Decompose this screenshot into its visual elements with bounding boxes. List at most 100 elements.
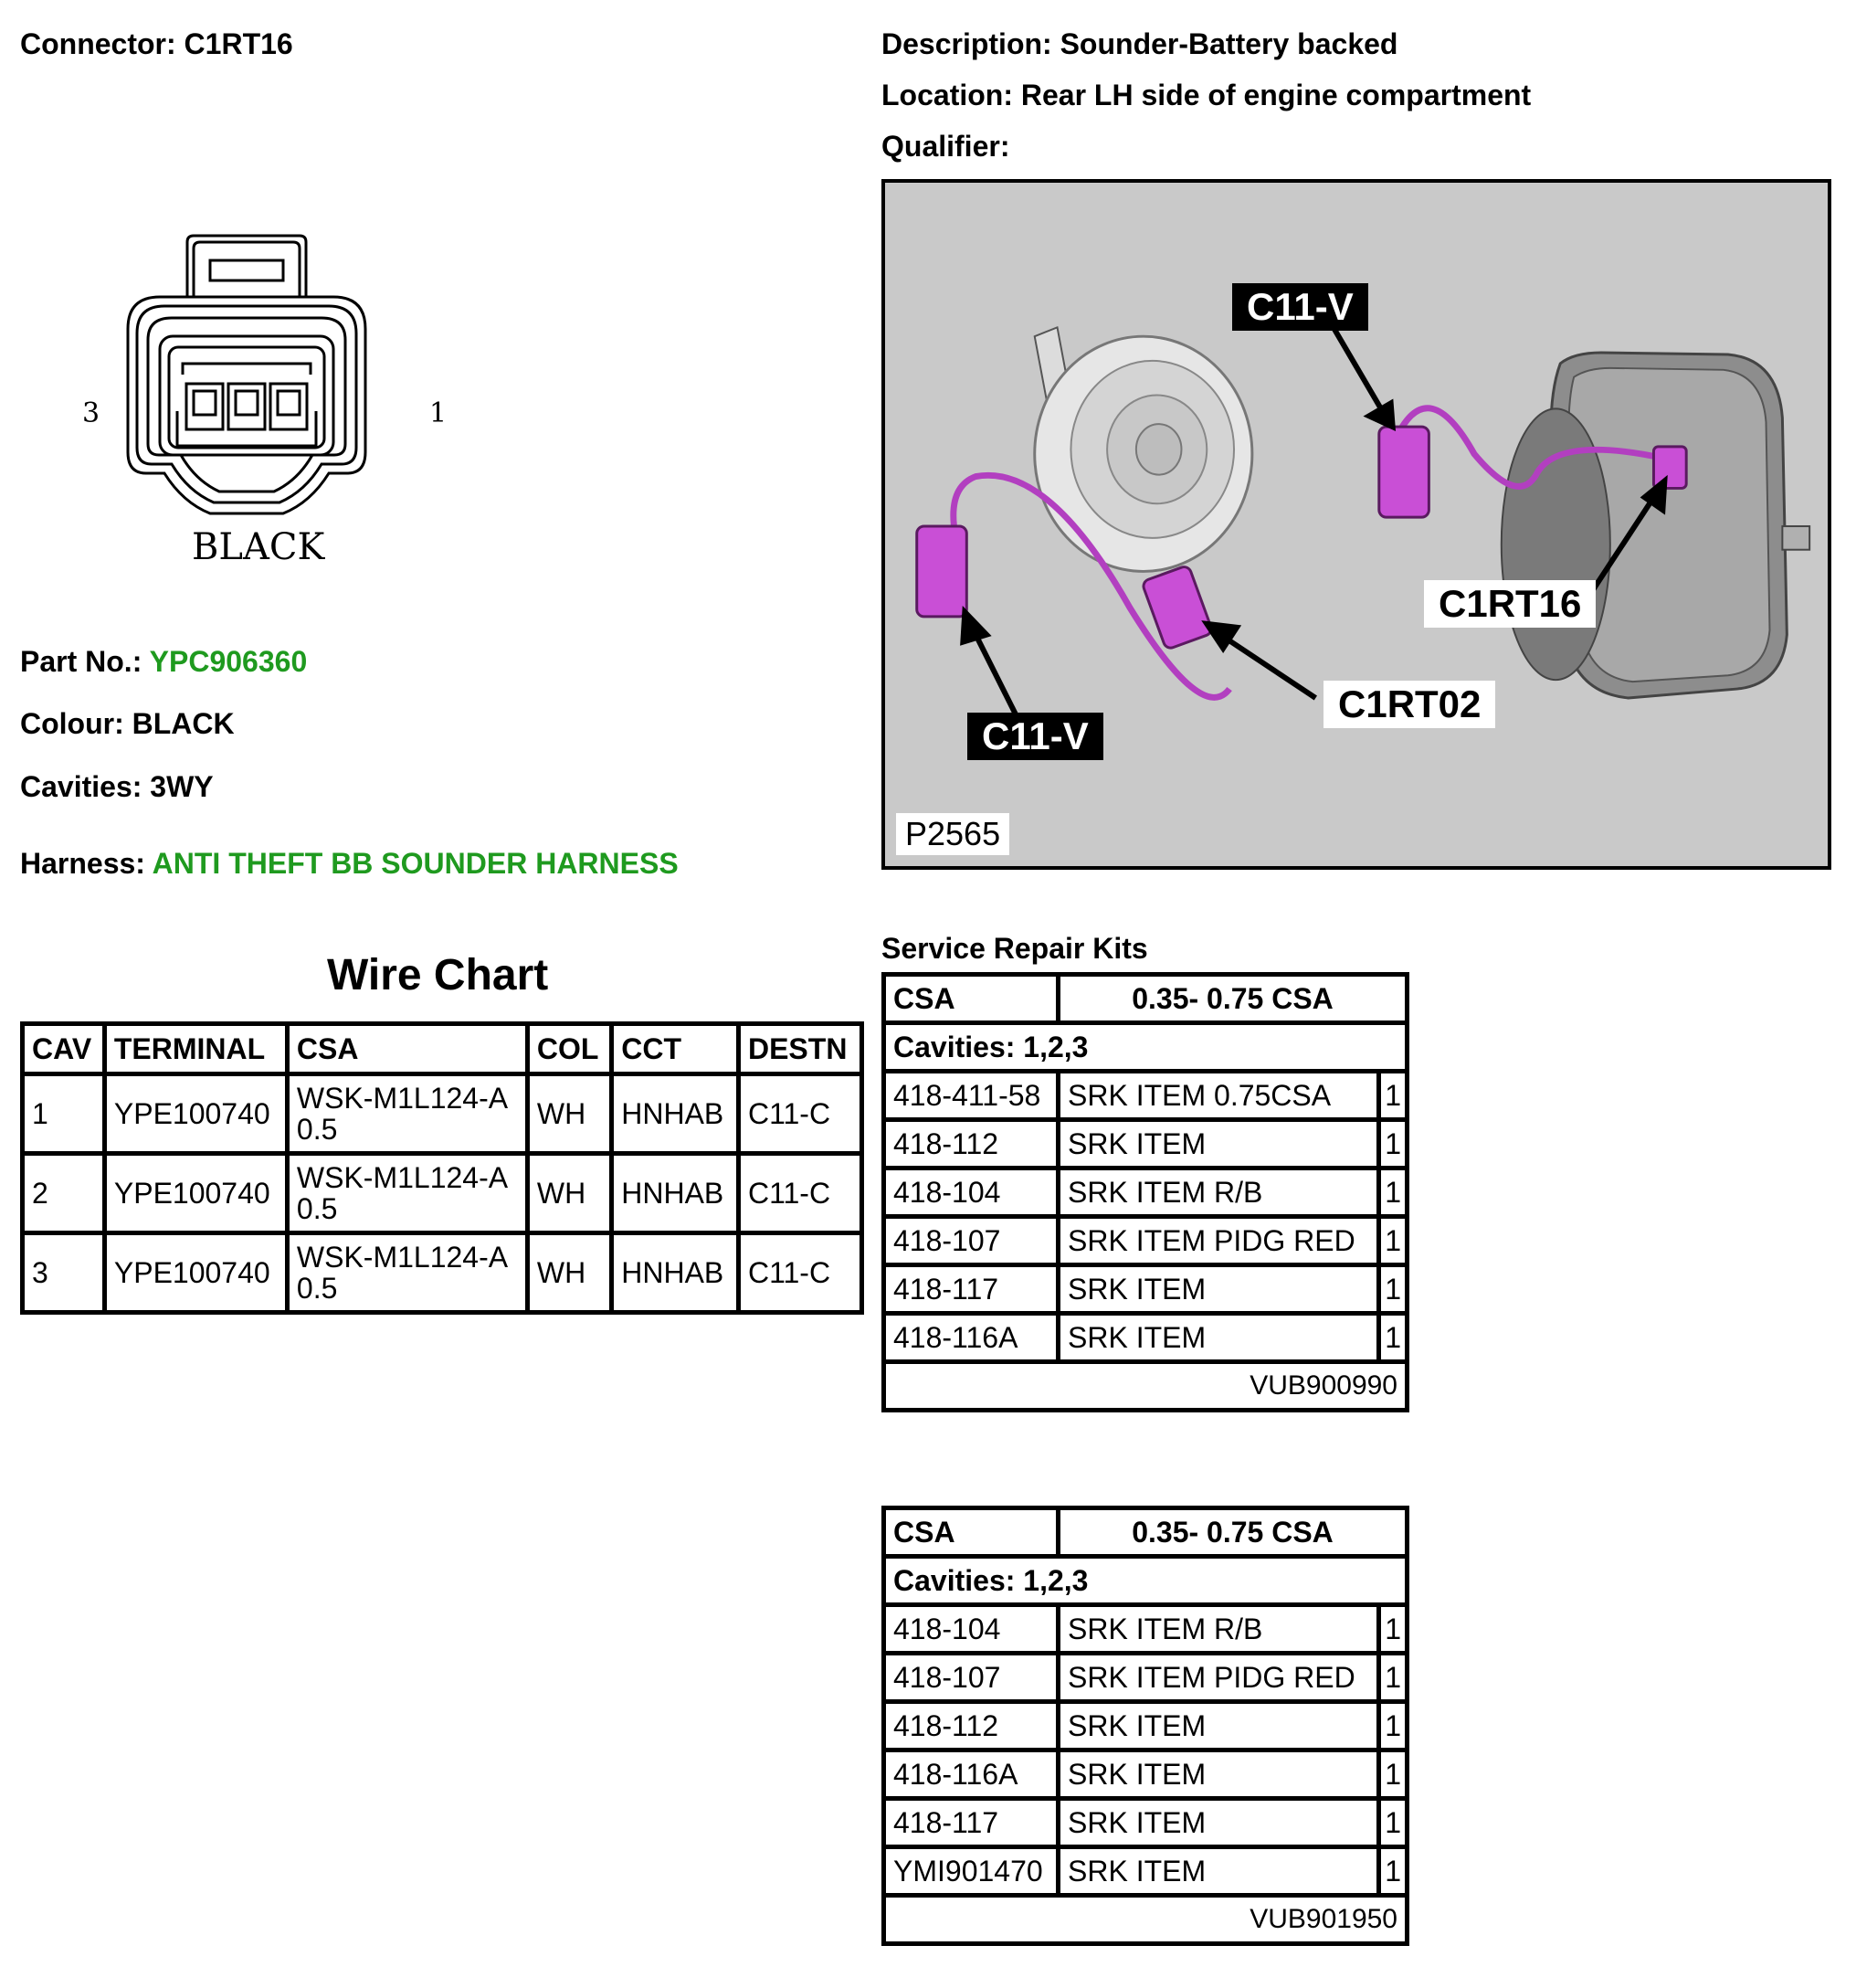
destn-cell: C11-C — [735, 1072, 865, 1156]
terminal-cell: YPE100740 — [101, 1151, 290, 1235]
location-line: Location: Rear LH side of engine compart… — [881, 79, 1531, 112]
part-no-link[interactable]: YPC906360 — [149, 645, 308, 678]
kit-item-qty: 1 — [1376, 1117, 1409, 1170]
service-kits-title: Service Repair Kits — [881, 932, 1148, 965]
location-value: Rear LH side of engine compartment — [1020, 79, 1532, 111]
harness-label: Harness: — [20, 847, 145, 880]
kit-item-row: 418-104 SRK ITEM R/B 1 — [881, 1166, 1409, 1219]
kit-footer-row: VUB900990 — [881, 1359, 1409, 1412]
kit-item-qty: 1 — [1376, 1311, 1409, 1364]
kit-csa-value: 0.35- 0.75 CSA — [1056, 972, 1409, 1025]
cct-cell: HNHAB — [609, 1231, 741, 1315]
colour-label: Colour: — [20, 707, 124, 740]
kit-item-row: 418-411-58 SRK ITEM 0.75CSA 1 — [881, 1069, 1409, 1122]
header-col: COL — [524, 1021, 615, 1076]
destn-cell: C11-C — [735, 1151, 865, 1235]
cavities-value: 3WY — [150, 770, 214, 803]
col-cell: WH — [524, 1072, 615, 1156]
kit-item-desc: SRK ITEM — [1055, 1796, 1382, 1849]
colour-line: Colour: BLACK — [20, 707, 235, 741]
csa-spec: WSK-M1L124-A — [296, 1161, 509, 1194]
kit-footer-row: VUB901950 — [881, 1893, 1409, 1946]
cavities-label: Cavities: — [20, 770, 142, 803]
kit-item-qty: 1 — [1376, 1214, 1409, 1267]
header-terminal: TERMINAL — [101, 1021, 290, 1076]
cav-cell: 1 — [20, 1072, 107, 1156]
connector-value: C1RT16 — [184, 27, 293, 60]
kit-item-code: 418-117 — [881, 1796, 1060, 1849]
terminal-cell: YPE100740 — [101, 1231, 290, 1315]
kit-item-qty: 1 — [1376, 1263, 1409, 1316]
kit-item-code: 418-107 — [881, 1651, 1060, 1704]
header-destn: DESTN — [735, 1021, 865, 1076]
kit-item-row: 418-112 SRK ITEM 1 — [881, 1117, 1409, 1170]
kit-item-qty: 1 — [1376, 1069, 1409, 1122]
kit-cavities-row: Cavities: 1,2,3 — [881, 1554, 1409, 1607]
kit-item-row: 418-117 SRK ITEM 1 — [881, 1263, 1409, 1316]
kit-item-desc: SRK ITEM — [1055, 1748, 1382, 1801]
kit-item-qty: 1 — [1376, 1845, 1409, 1898]
kit-item-code: 418-104 — [881, 1166, 1060, 1219]
kit-item-code: 418-107 — [881, 1214, 1060, 1267]
kit-item-qty: 1 — [1376, 1699, 1409, 1752]
pin-3-label: 3 — [82, 397, 100, 429]
kit-item-row: YMI901470 SRK ITEM 1 — [881, 1845, 1409, 1898]
csa-size: 0.5 — [296, 1272, 338, 1305]
photo-reference: P2565 — [896, 813, 1010, 855]
kit-csa-value: 0.35- 0.75 CSA — [1056, 1506, 1409, 1559]
header-csa: CSA — [284, 1021, 530, 1076]
header-cct: CCT — [609, 1021, 741, 1076]
kit-item-qty: 1 — [1376, 1651, 1409, 1704]
kit-item-desc: SRK ITEM R/B — [1055, 1166, 1382, 1219]
kit-cavities: Cavities: 1,2,3 — [881, 1020, 1409, 1073]
cav-cell: 3 — [20, 1231, 107, 1315]
kit-header-row: CSA 0.35- 0.75 CSA — [881, 1506, 1409, 1559]
kit-cavities-row: Cavities: 1,2,3 — [881, 1020, 1409, 1073]
kit-item-desc: SRK ITEM PIDG RED — [1055, 1651, 1382, 1704]
kit-item-code: 418-112 — [881, 1117, 1060, 1170]
harness-line: Harness: ANTI THEFT BB SOUNDER HARNESS — [20, 847, 679, 881]
kit-item-row: 418-112 SRK ITEM 1 — [881, 1699, 1409, 1752]
kit-item-code: 418-104 — [881, 1602, 1060, 1655]
callout-c11-v-top: C11-V — [1232, 283, 1368, 331]
kit-header-row: CSA 0.35- 0.75 CSA — [881, 972, 1409, 1025]
wire-chart-header-row: CAV TERMINAL CSA COL CCT DESTN — [20, 1021, 865, 1076]
kit-csa-label: CSA — [881, 972, 1060, 1025]
connector-face-drawing: 3 1 BLACK — [82, 228, 466, 576]
kit-csa-label: CSA — [881, 1506, 1060, 1559]
cav-cell: 2 — [20, 1151, 107, 1235]
callout-c1rt02: C1RT02 — [1323, 681, 1496, 728]
kit-item-code: 418-116A — [881, 1748, 1060, 1801]
part-no-label: Part No.: — [20, 645, 142, 678]
service-kit-table-2: CSA 0.35- 0.75 CSA Cavities: 1,2,3 418-1… — [881, 1506, 1409, 1946]
kit-item-code: 418-112 — [881, 1699, 1060, 1752]
kit-item-row: 418-104 SRK ITEM R/B 1 — [881, 1602, 1409, 1655]
header-cav: CAV — [20, 1021, 107, 1076]
kit-item-desc: SRK ITEM — [1055, 1117, 1382, 1170]
kit-item-row: 418-107 SRK ITEM PIDG RED 1 — [881, 1214, 1409, 1267]
location-photo: C11-V C11-V C1RT02 C1RT16 P2565 — [881, 179, 1831, 870]
kit-item-row: 418-117 SRK ITEM 1 — [881, 1796, 1409, 1849]
qualifier-label: Qualifier: — [881, 130, 1010, 163]
connector-label: Connector: — [20, 27, 176, 60]
kit-item-desc: SRK ITEM — [1055, 1699, 1382, 1752]
harness-link[interactable]: ANTI THEFT BB SOUNDER HARNESS — [152, 847, 679, 880]
kit-item-qty: 1 — [1376, 1748, 1409, 1801]
kit-item-desc: SRK ITEM — [1055, 1845, 1382, 1898]
kit-cavities: Cavities: 1,2,3 — [881, 1554, 1409, 1607]
csa-spec: WSK-M1L124-A — [296, 1082, 509, 1115]
kit-item-desc: SRK ITEM R/B — [1055, 1602, 1382, 1655]
callout-c1rt16: C1RT16 — [1424, 580, 1597, 628]
wire-chart-table: CAV TERMINAL CSA COL CCT DESTN 1 YPE1007… — [20, 1021, 865, 1315]
kit-item-qty: 1 — [1376, 1166, 1409, 1219]
kit-item-row: 418-116A SRK ITEM 1 — [881, 1311, 1409, 1364]
cct-cell: HNHAB — [609, 1072, 741, 1156]
location-label: Location: — [881, 79, 1013, 111]
destn-cell: C11-C — [735, 1231, 865, 1315]
kit-number: VUB901950 — [881, 1893, 1409, 1946]
kit-number: VUB900990 — [881, 1359, 1409, 1412]
service-kit-table-1: CSA 0.35- 0.75 CSA Cavities: 1,2,3 418-4… — [881, 972, 1409, 1412]
